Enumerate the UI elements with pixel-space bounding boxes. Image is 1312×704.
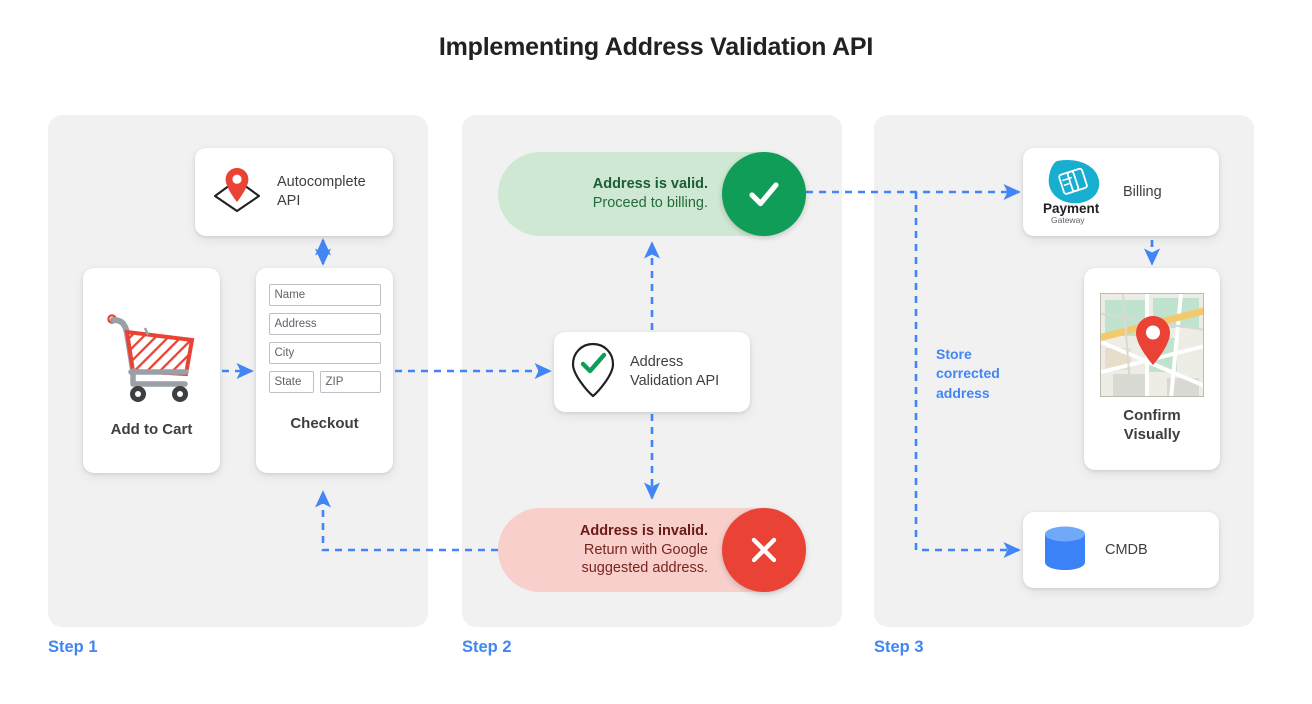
address-validation-api-card[interactable]: Address Validation API — [554, 332, 750, 412]
billing-card[interactable]: Payment Gateway Billing — [1023, 148, 1219, 236]
page-title: Implementing Address Validation API — [438, 33, 874, 61]
address-field[interactable]: Address — [268, 313, 381, 335]
address-valid-subtitle: Proceed to billing. — [592, 195, 708, 211]
add-to-cart-card[interactable]: Add to Cart — [83, 268, 220, 473]
autocomplete-api-card[interactable]: Autocomplete API — [195, 148, 393, 236]
zip-field[interactable]: ZIP — [319, 371, 381, 393]
add-to-cart-caption: Add to Cart — [110, 420, 193, 438]
name-field[interactable]: Name — [268, 284, 381, 306]
arrow-invalid-return-to-checkout — [314, 490, 498, 552]
cmdb-card[interactable]: CMDB — [1023, 512, 1219, 588]
pin-check-icon — [568, 340, 618, 405]
database-icon — [1037, 522, 1093, 579]
city-field[interactable]: City — [268, 342, 381, 364]
cmdb-label: CMDB — [1105, 541, 1148, 558]
billing-label: Billing — [1123, 183, 1162, 200]
shopping-cart-icon — [100, 302, 204, 411]
close-icon — [722, 508, 806, 592]
payment-logo-secondary: Gateway — [1051, 215, 1085, 225]
state-field[interactable]: State — [268, 371, 314, 393]
checkout-form: Name Address City State ZIP — [268, 284, 381, 393]
confirm-visually-caption: Confirm Visually — [1123, 407, 1181, 443]
map-thumbnail-icon — [1100, 293, 1204, 398]
map-pin-diamond-icon — [209, 164, 265, 221]
address-invalid-subtitle-1: Return with Google — [583, 541, 708, 558]
confirm-visually-card[interactable]: Confirm Visually — [1084, 268, 1220, 470]
payment-logo-primary: Payment — [1043, 201, 1100, 216]
store-corrected-address-annotation: Store corrected address — [936, 346, 1000, 401]
address-invalid-title: Address is invalid. — [579, 522, 708, 539]
payment-gateway-icon: Payment Gateway — [1037, 155, 1111, 230]
address-invalid-subtitle-2: suggested address. — [581, 560, 708, 577]
step-3-label: Step 3 — [874, 638, 924, 656]
address-valid-title: Address is valid. — [592, 176, 708, 193]
address-validation-api-label: Address Validation API — [630, 354, 720, 389]
autocomplete-api-label: Autocomplete API — [277, 174, 366, 209]
checkout-card[interactable]: Name Address City State ZIP Checkout — [256, 268, 393, 473]
step-1-label: Step 1 — [48, 638, 98, 656]
checkout-caption: Checkout — [290, 415, 359, 432]
address-invalid-banner: Address is invalid. Return with Google s… — [498, 508, 806, 592]
step-2-label: Step 2 — [462, 638, 512, 656]
check-icon — [722, 152, 806, 236]
address-valid-banner: Address is valid. Proceed to billing. — [498, 152, 806, 236]
arrow-store-to-cmdb — [914, 192, 1021, 559]
